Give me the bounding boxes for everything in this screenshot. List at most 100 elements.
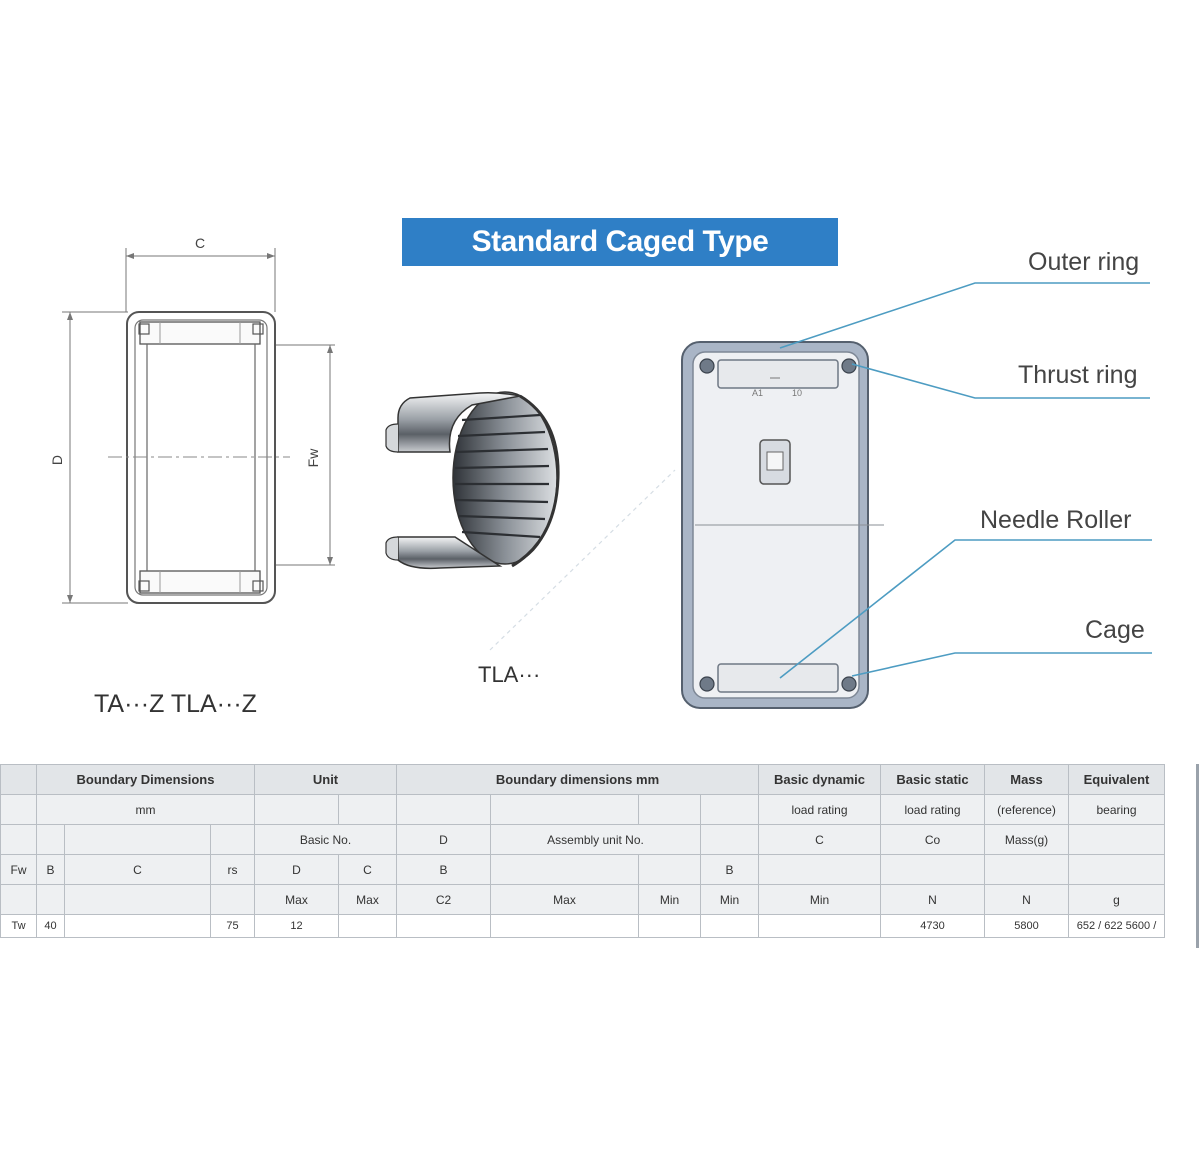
cell-d: D: [254, 854, 339, 885]
callout-thrust-ring: Thrust ring: [1018, 361, 1138, 389]
svg-text:A1: A1: [752, 388, 763, 398]
dim-label-fw: Fw: [305, 448, 321, 468]
table-header-row-2: mm load rating load rating (reference) b…: [0, 794, 1165, 825]
cell-boundary-dimensions-mm: Boundary dimensions mm: [396, 764, 759, 795]
cell: [1068, 824, 1165, 855]
cell-max: Max: [338, 884, 397, 915]
cell: [210, 824, 255, 855]
cell: [984, 854, 1069, 885]
cell: [758, 914, 881, 938]
cell-c: C: [338, 854, 397, 885]
bearing-drawings: C D Fw: [49, 235, 1152, 709]
cell: [0, 884, 37, 915]
cell: [490, 794, 639, 825]
cell: [700, 914, 759, 938]
cell: [0, 794, 37, 825]
cell-load-rating-static: load rating: [880, 794, 985, 825]
cell: Tw: [0, 914, 37, 938]
cell-b: B: [396, 854, 491, 885]
cell-rs: rs: [210, 854, 255, 885]
table-header-row-1: Boundary Dimensions Unit Boundary dimens…: [0, 764, 1165, 795]
cell: [490, 914, 639, 938]
cell: [700, 824, 759, 855]
cell-mm: mm: [36, 794, 255, 825]
cell-max: Max: [254, 884, 339, 915]
cell-g: g: [1068, 884, 1165, 915]
cell: [638, 914, 701, 938]
cell-dynamic-value: 4730: [880, 914, 985, 938]
table-edge: [1196, 764, 1199, 948]
cell: [210, 884, 255, 915]
cell-assembly-unit-no: Assembly unit No.: [490, 824, 701, 855]
cell-n: N: [984, 884, 1069, 915]
cell-basic-static: Basic static: [880, 764, 985, 795]
construction-line: [489, 469, 676, 651]
cell-max: Max: [490, 884, 639, 915]
cell: [490, 854, 639, 885]
cell: [338, 794, 397, 825]
dim-label-d: D: [49, 455, 65, 465]
cell-c2: C2: [396, 884, 491, 915]
cell-equivalent: Equivalent: [1068, 764, 1165, 795]
cell: [880, 854, 985, 885]
cell-basic-no: Basic No.: [254, 824, 397, 855]
cell-c: C: [758, 824, 881, 855]
cell-d: D: [396, 824, 491, 855]
callout-lines: [779, 282, 1152, 679]
table-header-row-5: Max Max C2 Max Min Min Min N N g: [0, 884, 1165, 915]
cell: [36, 824, 65, 855]
bearing-cutaway-drawing: A1 10: [681, 341, 884, 709]
middle-caption: TLA···: [478, 662, 541, 687]
cell: [638, 794, 701, 825]
cell: [1068, 854, 1165, 885]
cell: 12: [254, 914, 339, 938]
cell-unit: Unit: [254, 764, 397, 795]
title-text: Standard Caged Type: [471, 225, 769, 258]
spec-table: Boundary Dimensions Unit Boundary dimens…: [0, 764, 1165, 938]
cell: [36, 884, 65, 915]
cell-n: N: [880, 884, 985, 915]
cell: [64, 914, 211, 938]
cell: [396, 794, 491, 825]
cell-bearing: bearing: [1068, 794, 1165, 825]
cell-co: Co: [880, 824, 985, 855]
cell: [64, 884, 211, 915]
cell-basic-dynamic: Basic dynamic: [758, 764, 881, 795]
cell: [338, 914, 397, 938]
table-data-row: Tw 40 75 12 4730 5800 652 / 622 5600 /: [0, 914, 1165, 938]
cell-mass-value: 652 / 622 5600 /: [1068, 914, 1165, 938]
svg-text:10: 10: [792, 388, 802, 398]
cell: [638, 854, 701, 885]
cell: [0, 824, 37, 855]
left-caption: TA···Z TLA···Z: [94, 690, 257, 718]
left-section-drawing: C D Fw: [49, 235, 335, 604]
cell: [64, 824, 211, 855]
cell: [758, 854, 881, 885]
cell: 75: [210, 914, 255, 938]
cell-reference: (reference): [984, 794, 1069, 825]
callout-needle-roller: Needle Roller: [980, 506, 1132, 534]
cell-b: B: [700, 854, 759, 885]
cell: [254, 794, 339, 825]
title-banner: Standard Caged Type: [402, 218, 838, 266]
cell-load-rating-dynamic: load rating: [758, 794, 881, 825]
cell-min: Min: [700, 884, 759, 915]
cell-b: B: [36, 854, 65, 885]
cell-min: Min: [758, 884, 881, 915]
cell-mass-g: Mass(g): [984, 824, 1069, 855]
cell: [0, 764, 37, 795]
cell: [700, 794, 759, 825]
callout-outer-ring: Outer ring: [1028, 248, 1140, 276]
cell-mass: Mass: [984, 764, 1069, 795]
table-header-row-4: Fw B C rs D C B B: [0, 854, 1165, 885]
dim-label-c: C: [195, 235, 205, 251]
table-header-row-3: Basic No. D Assembly unit No. C Co Mass(…: [0, 824, 1165, 855]
cell-boundary-dimensions: Boundary Dimensions: [36, 764, 255, 795]
cell: 40: [36, 914, 65, 938]
callout-cage: Cage: [1085, 616, 1145, 644]
cell-fw: Fw: [0, 854, 37, 885]
cell-c: C: [64, 854, 211, 885]
cell-static-value: 5800: [984, 914, 1069, 938]
bearing-3d-image: [385, 391, 560, 570]
cell-min: Min: [638, 884, 701, 915]
